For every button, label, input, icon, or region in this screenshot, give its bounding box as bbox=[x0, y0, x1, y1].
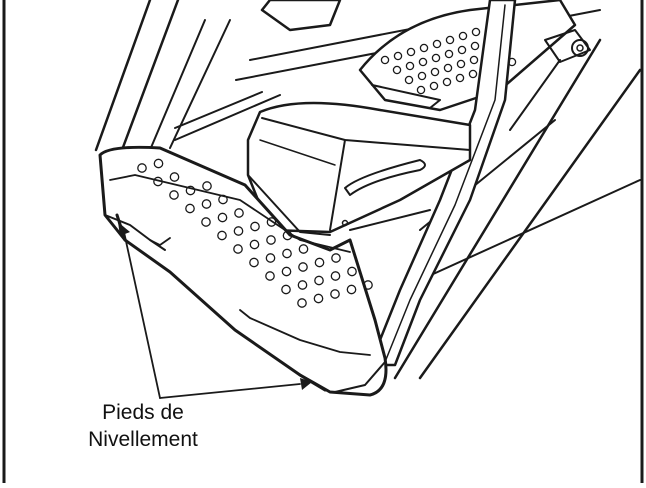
pedal-hole bbox=[445, 35, 455, 45]
frame-rails bbox=[94, 0, 642, 380]
pedal-hole bbox=[470, 41, 480, 51]
pedal-hole bbox=[297, 280, 308, 290]
pedal-hole bbox=[380, 55, 390, 65]
pedal-hole bbox=[457, 45, 467, 55]
pedal-hole bbox=[456, 59, 466, 69]
pedal-hole bbox=[346, 284, 357, 295]
callout-arrows bbox=[118, 222, 312, 399]
callout-label-line1: Pieds de bbox=[102, 401, 184, 424]
pedal-hole bbox=[468, 69, 478, 79]
pedal-hole bbox=[201, 199, 212, 209]
pedal-hole bbox=[234, 208, 244, 218]
pedal-hole bbox=[218, 194, 228, 205]
pedal-hole bbox=[185, 203, 195, 214]
pedal-hole bbox=[265, 271, 275, 281]
pedal-hole bbox=[331, 253, 341, 263]
pedal-hole bbox=[455, 73, 465, 83]
pedal-hole bbox=[404, 75, 414, 85]
pedal-hole bbox=[347, 266, 357, 277]
pedal-hole bbox=[458, 31, 468, 41]
center-beam-housing bbox=[246, 101, 472, 236]
leveling-foot-right bbox=[298, 373, 327, 392]
pedal-hole bbox=[265, 253, 276, 263]
pedal-hole bbox=[153, 176, 163, 187]
pedal-hole bbox=[281, 284, 291, 295]
pedal-hole bbox=[406, 47, 416, 57]
pedal-hole bbox=[429, 81, 439, 91]
pedal-hole bbox=[442, 77, 452, 87]
pedal-hole bbox=[266, 235, 276, 245]
pedal-hole bbox=[282, 230, 293, 241]
pedal-hole bbox=[217, 230, 227, 241]
pedal-hole bbox=[169, 190, 179, 200]
pedal-hole bbox=[430, 67, 440, 77]
pedal-hole bbox=[469, 55, 479, 65]
pedal-hole bbox=[444, 49, 454, 59]
pedal-hole bbox=[202, 181, 212, 191]
pedal-hole bbox=[330, 271, 341, 281]
main-pedal-holes bbox=[137, 158, 373, 308]
pedal-hole bbox=[137, 163, 147, 173]
pedal-hole bbox=[431, 53, 441, 63]
pedal-hole bbox=[185, 185, 196, 196]
pedal-hole bbox=[169, 172, 180, 182]
pedal-hole bbox=[363, 280, 373, 290]
pedal-hole bbox=[416, 85, 426, 95]
pedal-hole bbox=[233, 226, 244, 236]
pedal-hole bbox=[217, 212, 228, 223]
pedal-hole bbox=[392, 65, 402, 75]
pedal-hole bbox=[298, 262, 308, 272]
pedal-hole bbox=[393, 51, 403, 61]
upper-pedal bbox=[260, 0, 577, 112]
pedal-hole bbox=[266, 217, 277, 227]
pedal-hole bbox=[330, 289, 340, 299]
pedal-hole bbox=[405, 61, 415, 71]
pedal-hole bbox=[314, 257, 325, 268]
pedal-hole bbox=[249, 257, 259, 268]
pedal-hole bbox=[471, 27, 481, 37]
pedal-hole bbox=[419, 43, 429, 53]
upper-pedal-holes bbox=[380, 27, 517, 95]
pedal-hole bbox=[298, 244, 309, 254]
pedal-hole bbox=[282, 248, 292, 259]
pedal-hole bbox=[418, 57, 428, 67]
rear-pedal-platform bbox=[98, 145, 388, 397]
pedal-hole bbox=[250, 221, 260, 232]
pedal-hole bbox=[233, 244, 243, 254]
pedal-hole bbox=[297, 298, 307, 308]
callout-label-line2: Nivellement bbox=[88, 428, 198, 451]
pedal-hole bbox=[417, 71, 427, 81]
pedal-hole bbox=[249, 239, 260, 250]
pedal-hole bbox=[153, 158, 164, 169]
pedal-hole bbox=[313, 293, 324, 304]
pedal-hole bbox=[314, 275, 324, 286]
pedal-hole bbox=[201, 217, 211, 227]
pedal-hole bbox=[443, 63, 453, 73]
pedal-hole bbox=[432, 39, 442, 49]
pedal-hole bbox=[281, 266, 292, 277]
